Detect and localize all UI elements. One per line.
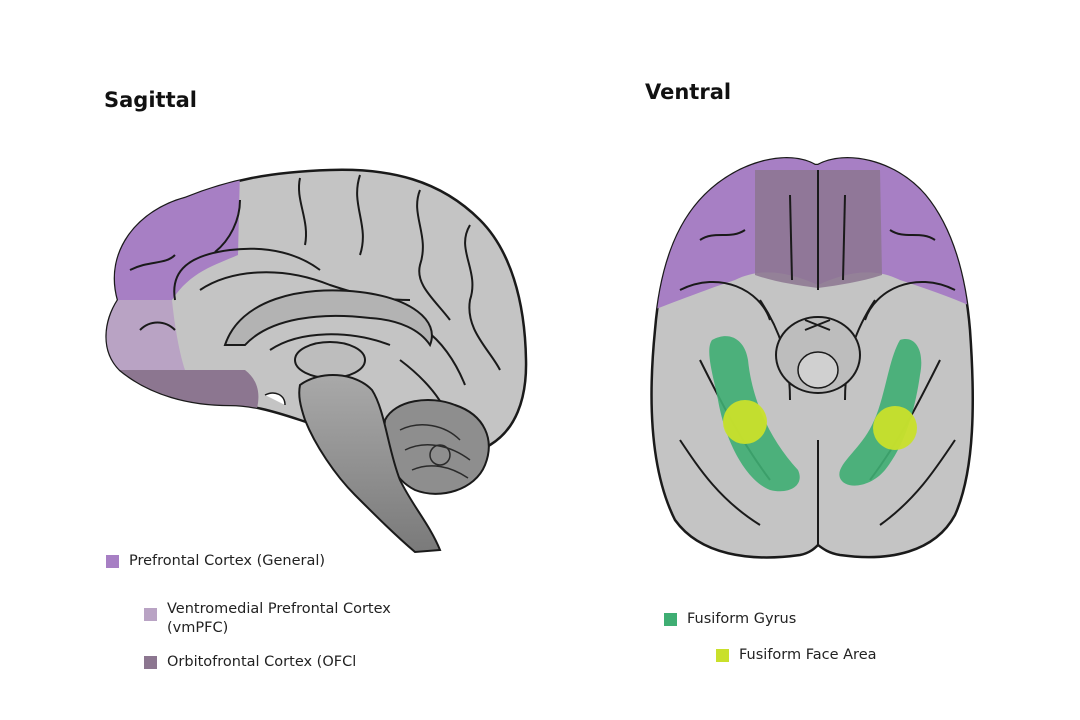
swatch-vmpfc [144,608,157,621]
legend-fusiform-gyrus-label: Fusiform Gyrus [687,611,797,627]
legend-ofc: Orbitofrontal Cortex (OFCl [144,653,356,672]
fusiform-face-area-right [873,406,917,450]
swatch-ofc [144,656,157,669]
brainstem [298,374,442,554]
legend-fusiform-face-area: Fusiform Face Area [716,646,877,665]
legend-vmpfc-line1: Ventromedial Prefrontal Cortex [167,601,391,617]
optic-chiasm [804,319,831,331]
legend-prefrontal-label: Prefrontal Cortex (General) [129,553,326,569]
legend-vmpfc-label: Ventromedial Prefrontal Cortex (vmPFC) [167,600,391,638]
swatch-fusiform-gyrus [664,613,677,626]
fusiform-face-area-left [723,400,767,444]
legend-fusiform-gyrus: Fusiform Gyrus [664,610,796,629]
legend-ofc-label: Orbitofrontal Cortex (OFCl [167,654,357,670]
sagittal-title: Sagittal [104,88,197,112]
pons [797,351,839,389]
pituitary [264,392,286,406]
legend-vmpfc: Ventromedial Prefrontal Cortex (vmPFC) [144,600,391,638]
ventral-title: Ventral [645,80,732,104]
vmpfc-region [106,300,185,370]
fornix [269,333,391,351]
legend-fusiform-face-area-label: Fusiform Face Area [739,647,877,663]
legend-vmpfc-line2: (vmPFC) [167,620,229,636]
cerebellum-folia [399,424,471,479]
legend-prefrontal: Prefrontal Cortex (General) [106,552,325,571]
swatch-fusiform-face-area [716,649,729,662]
swatch-prefrontal [106,555,119,568]
corpus-callosum [223,289,433,348]
